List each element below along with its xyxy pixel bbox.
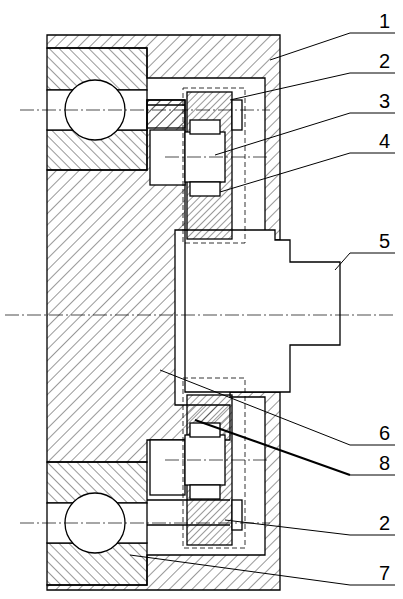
callout-number: 8: [378, 453, 391, 473]
gear-outline: [183, 378, 245, 548]
needle-roller: [190, 182, 220, 196]
needle-roller: [190, 485, 220, 499]
callout-number: 2: [378, 513, 391, 533]
needle-roller: [190, 120, 220, 134]
gear-outline: [183, 88, 245, 243]
input-shaft: [185, 230, 340, 392]
callout-number: 3: [378, 91, 391, 111]
pin-seat: [150, 130, 185, 185]
callout-number: 5: [378, 231, 391, 251]
callout-number: 4: [378, 131, 391, 151]
callout-number: 2: [378, 51, 391, 71]
callout-number: 7: [378, 563, 391, 583]
leader-lines: [130, 33, 395, 585]
pin-seat: [150, 440, 185, 495]
callout-number: 6: [378, 423, 391, 443]
centerline: [5, 315, 395, 316]
needle-roller: [190, 423, 220, 437]
callout-number: 1: [378, 11, 391, 31]
